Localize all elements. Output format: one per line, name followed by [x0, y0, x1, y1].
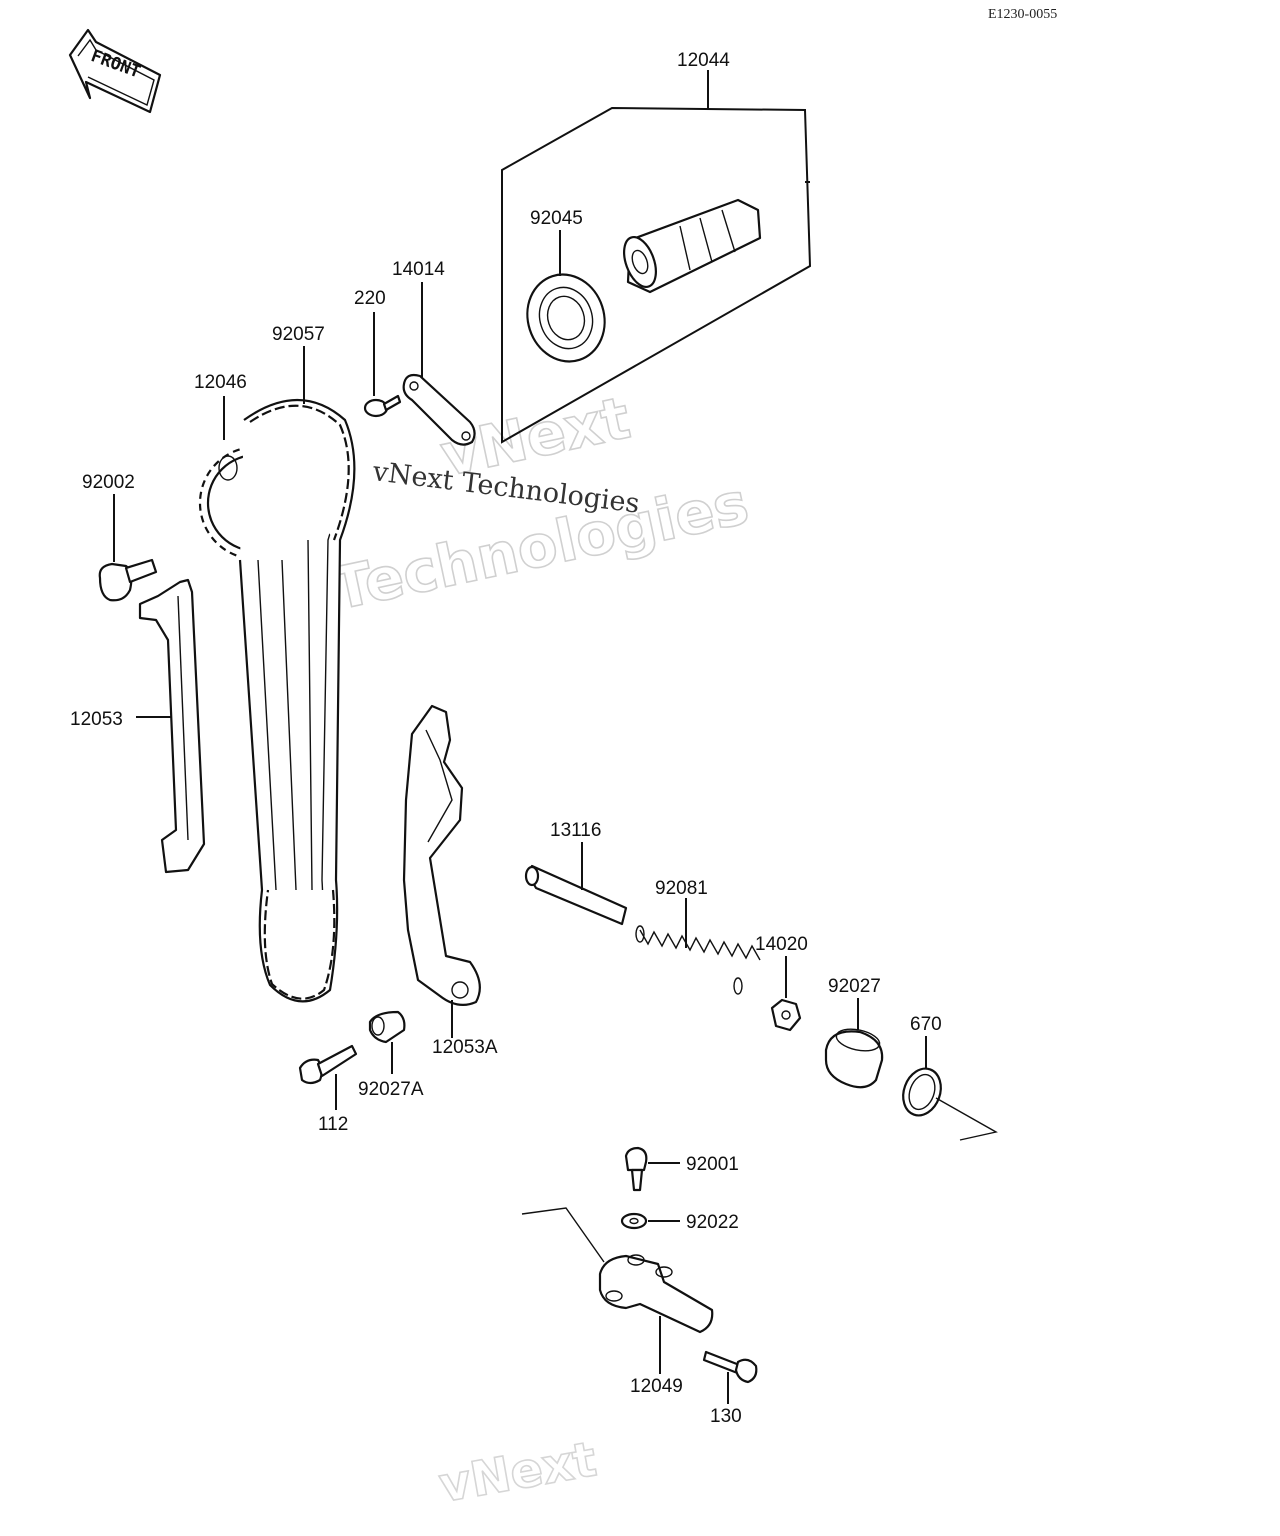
lock-nut-part	[770, 956, 802, 1032]
label-92027A: 92027A	[358, 1079, 424, 1100]
pushrod-part	[524, 842, 628, 926]
label-12053: 12053	[70, 709, 123, 730]
front-arrow-icon: FRONT	[68, 28, 162, 114]
label-112: 112	[318, 1114, 348, 1135]
cam-plate-part	[402, 282, 476, 446]
label-12046: 12046	[194, 372, 247, 393]
label-92081: 92081	[655, 878, 708, 899]
label-92002: 92002	[82, 472, 135, 493]
label-92045: 92045	[530, 208, 583, 229]
bolt-92001-part	[624, 1146, 680, 1192]
spring-part	[635, 898, 761, 995]
label-670: 670	[910, 1014, 942, 1035]
tensioner-guide-part	[402, 704, 481, 1038]
o-ring-part	[902, 1036, 998, 1141]
camshaft-assembly-group	[501, 70, 812, 444]
bolt-130-part	[702, 1350, 758, 1404]
bolt-112-part	[298, 1044, 358, 1110]
reference-code: E1230-0055	[988, 7, 1057, 22]
label-92001: 92001	[686, 1154, 739, 1175]
label-130: 130	[710, 1406, 742, 1427]
label-13116: 13116	[550, 820, 601, 841]
label-14020: 14020	[755, 934, 808, 955]
label-92057: 92057	[272, 324, 325, 345]
collar-92027A-part	[368, 1010, 406, 1074]
camshaft-part	[623, 198, 762, 294]
watermark-bottom: vNext	[435, 1431, 600, 1514]
label-14014: 14014	[392, 259, 445, 280]
chain-guide-part	[136, 578, 206, 874]
bolt-92002-part	[98, 494, 158, 602]
label-12053A: 12053A	[432, 1037, 498, 1058]
cam-chain-part	[238, 346, 356, 1003]
sleeve-92027-part	[824, 998, 884, 1089]
bearing-part	[526, 230, 606, 363]
screw-220-part	[363, 312, 402, 418]
label-92022: 92022	[686, 1212, 739, 1233]
label-12044: 12044	[677, 50, 730, 71]
washer-part	[620, 1212, 680, 1230]
label-12049: 12049	[630, 1376, 683, 1397]
label-220: 220	[354, 288, 386, 309]
tensioner-body-part	[521, 1207, 714, 1374]
label-92027: 92027	[828, 976, 881, 997]
